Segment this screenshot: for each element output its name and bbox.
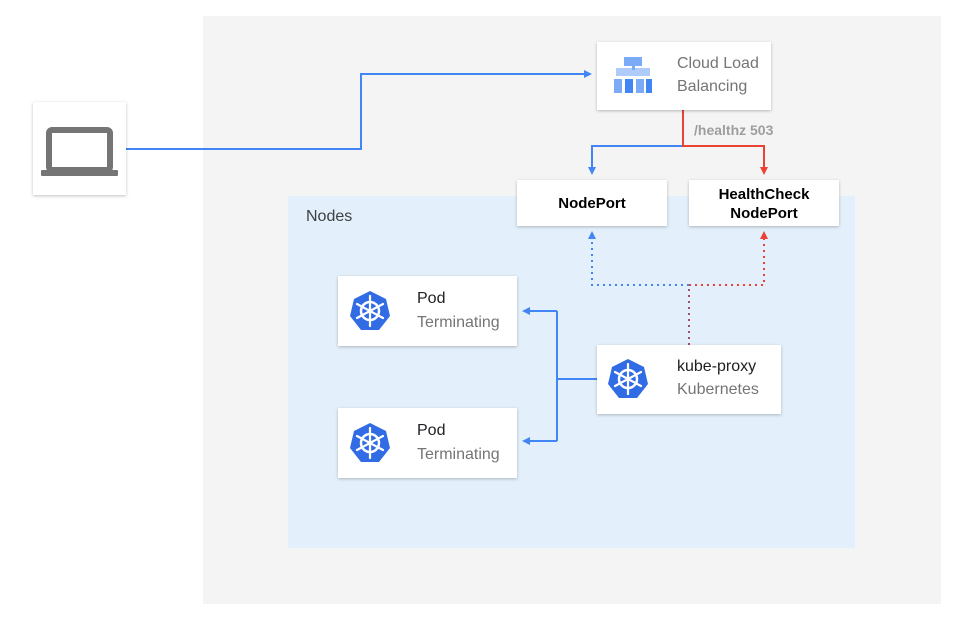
client-to-lb-line	[126, 70, 592, 150]
lb-label-line2: Balancing	[677, 78, 748, 95]
pod-title: Pod	[417, 422, 446, 439]
kube-proxy-subtitle: Kubernetes	[677, 381, 759, 398]
lb-to-nodeport-line	[588, 110, 684, 175]
lb-to-healthcheck-line	[682, 110, 768, 175]
pod-status: Terminating	[417, 446, 500, 463]
healthz-status-label: /healthz 503	[694, 122, 774, 138]
load-balancer-icon	[614, 57, 652, 93]
pod-title: Pod	[417, 290, 446, 307]
pod-card: Pod Terminating	[338, 276, 517, 346]
kubernetes-icon	[350, 291, 390, 330]
laptop-icon	[41, 127, 118, 176]
healthcheck-nodeport-card: HealthCheck NodePort	[689, 180, 839, 226]
client-card	[33, 102, 126, 195]
proxy-to-nodeport-dotted	[588, 231, 689, 286]
healthcheck-label-line2: NodePort	[730, 205, 798, 222]
kubernetes-icon	[350, 423, 390, 462]
nodeport-label: NodePort	[558, 195, 626, 212]
kubernetes-icon	[608, 359, 648, 398]
lb-label-line1: Cloud Load	[677, 55, 759, 72]
proxy-to-healthcheck-dotted	[689, 231, 768, 286]
load-balancer-card: Cloud Load Balancing	[597, 42, 771, 110]
pod-card: Pod Terminating	[338, 408, 517, 478]
kube-proxy-title: kube-proxy	[677, 358, 757, 375]
healthcheck-label-line1: HealthCheck	[718, 186, 810, 203]
nodeport-card: NodePort	[517, 180, 667, 226]
nodes-label: Nodes	[306, 208, 353, 225]
kube-proxy-card: kube-proxy Kubernetes	[597, 345, 781, 414]
pod-status: Terminating	[417, 314, 500, 331]
